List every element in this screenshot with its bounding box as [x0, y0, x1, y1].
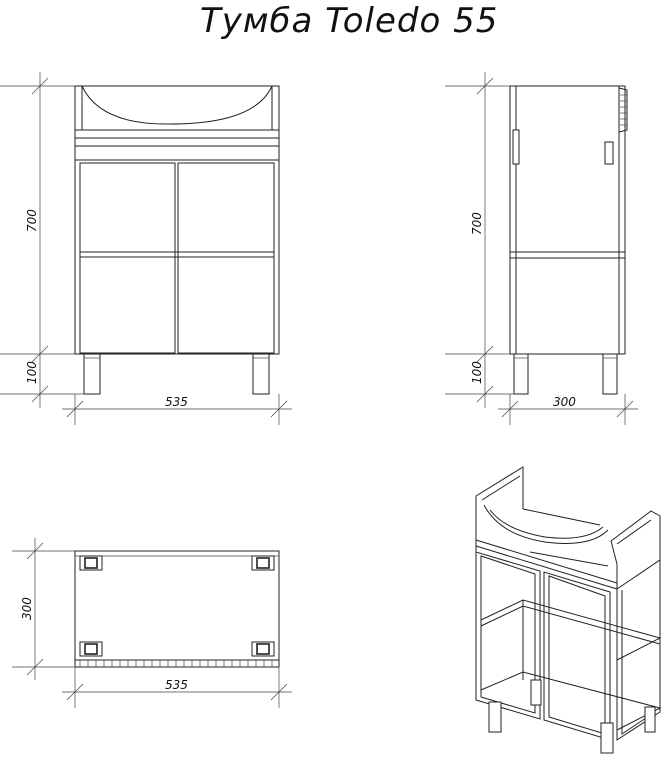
iso-basin-curve	[483, 504, 609, 544]
side-cabinet-outline	[509, 85, 626, 355]
front-right-leg	[252, 353, 270, 395]
top-leg-plate-br	[251, 641, 275, 657]
top-leg-plate-tr	[251, 555, 275, 571]
iso-front-right-leg	[600, 722, 614, 754]
front-basin-curve	[81, 85, 273, 125]
iso-right-door	[543, 571, 611, 741]
iso-shelf	[480, 599, 662, 661]
front-view: 700 100 535	[0, 72, 292, 425]
front-height-label: 700	[25, 209, 39, 232]
top-cabinet-outline	[74, 550, 280, 668]
side-view: 700 100 300	[445, 72, 638, 425]
iso-back-left-leg	[530, 679, 542, 706]
side-handle-right	[604, 141, 614, 165]
iso-bottom	[480, 671, 662, 731]
side-depth-label: 300	[553, 395, 576, 409]
iso-left-door	[475, 551, 541, 720]
front-left-leg	[83, 353, 101, 395]
top-front-edge-hatch	[79, 660, 273, 667]
iso-back-right-leg	[644, 706, 656, 733]
front-cabinet-outline	[74, 85, 280, 355]
iso-back-right-top	[610, 510, 661, 560]
iso-back-left-top	[475, 466, 524, 509]
top-depth-label: 300	[20, 597, 34, 620]
side-handle-left	[512, 129, 520, 165]
isometric-view	[475, 466, 662, 754]
iso-front-left-leg	[488, 701, 502, 733]
top-leg-plate-bl	[79, 641, 103, 657]
top-leg-plate-tl	[79, 555, 103, 571]
top-view: 300 535	[12, 538, 292, 708]
drawing-title: Тумба Toledo 55	[200, 1, 498, 41]
front-right-door	[177, 162, 275, 354]
side-left-leg	[513, 353, 529, 395]
top-width-label: 535	[165, 678, 188, 692]
front-left-door	[79, 162, 176, 354]
front-leg-label: 100	[25, 361, 39, 384]
front-width-label: 535	[165, 395, 188, 409]
side-height-label: 700	[470, 212, 484, 235]
side-leg-label: 100	[470, 361, 484, 384]
iso-right-side-panel	[616, 559, 661, 741]
side-right-leg	[602, 353, 618, 395]
